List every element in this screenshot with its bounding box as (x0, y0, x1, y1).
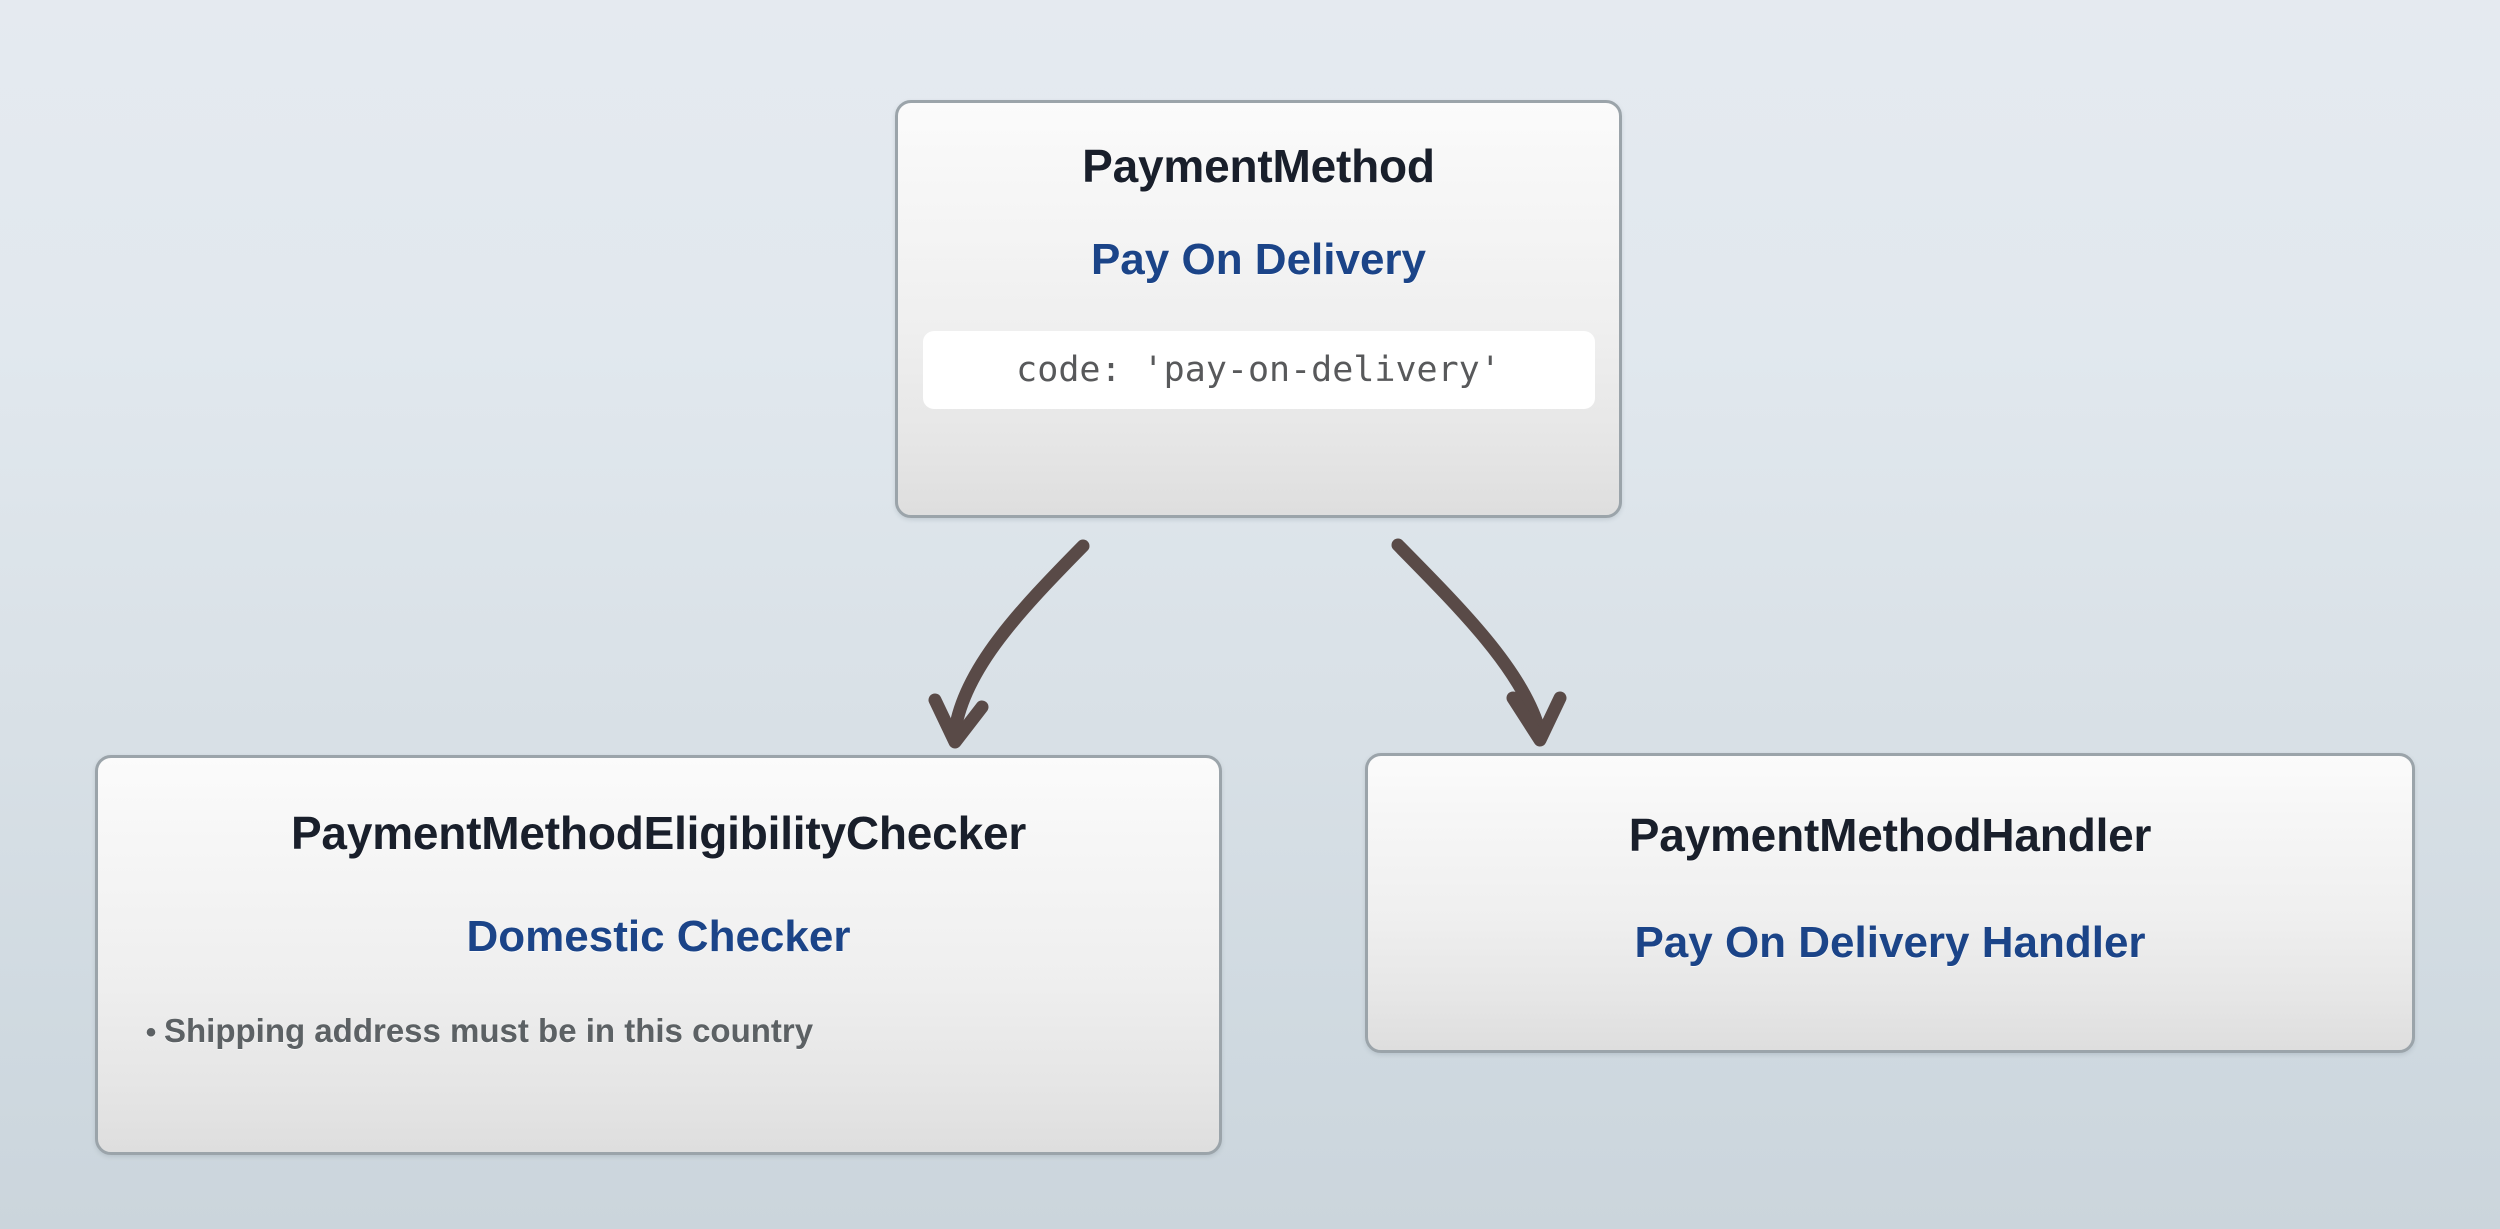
node-payment-method-eligibility-checker[interactable]: PaymentMethodEligibilityChecker Domestic… (95, 755, 1222, 1155)
node-payment-method-subtitle: Pay On Delivery (1090, 235, 1427, 284)
node-payment-method-code: code: 'pay-on-delivery' (922, 331, 1595, 409)
node-payment-method-title: PaymentMethod (1082, 140, 1435, 192)
node-payment-method-handler[interactable]: PaymentMethodHandler Pay On Delivery Han… (1365, 753, 2415, 1053)
eligibility-criteria-list: • Shipping address must be in this count… (128, 1012, 1189, 1050)
list-item: • Shipping address must be in this count… (138, 1012, 1189, 1050)
node-eligibility-checker-title: PaymentMethodEligibilityChecker (290, 807, 1027, 859)
list-item-label: Shipping address must be in this country (164, 1012, 814, 1049)
node-payment-handler-title: PaymentMethodHandler (1628, 809, 2152, 861)
bullet-dot-icon: • (145, 1016, 157, 1049)
node-payment-method[interactable]: PaymentMethod Pay On Delivery code: 'pay… (895, 100, 1622, 518)
edge-to-eligibility-checker (928, 539, 1090, 749)
node-payment-handler-subtitle: Pay On Delivery Handler (1634, 918, 2146, 967)
edge-to-payment-handler (1391, 538, 1567, 747)
node-eligibility-checker-subtitle: Domestic Checker (466, 912, 851, 961)
